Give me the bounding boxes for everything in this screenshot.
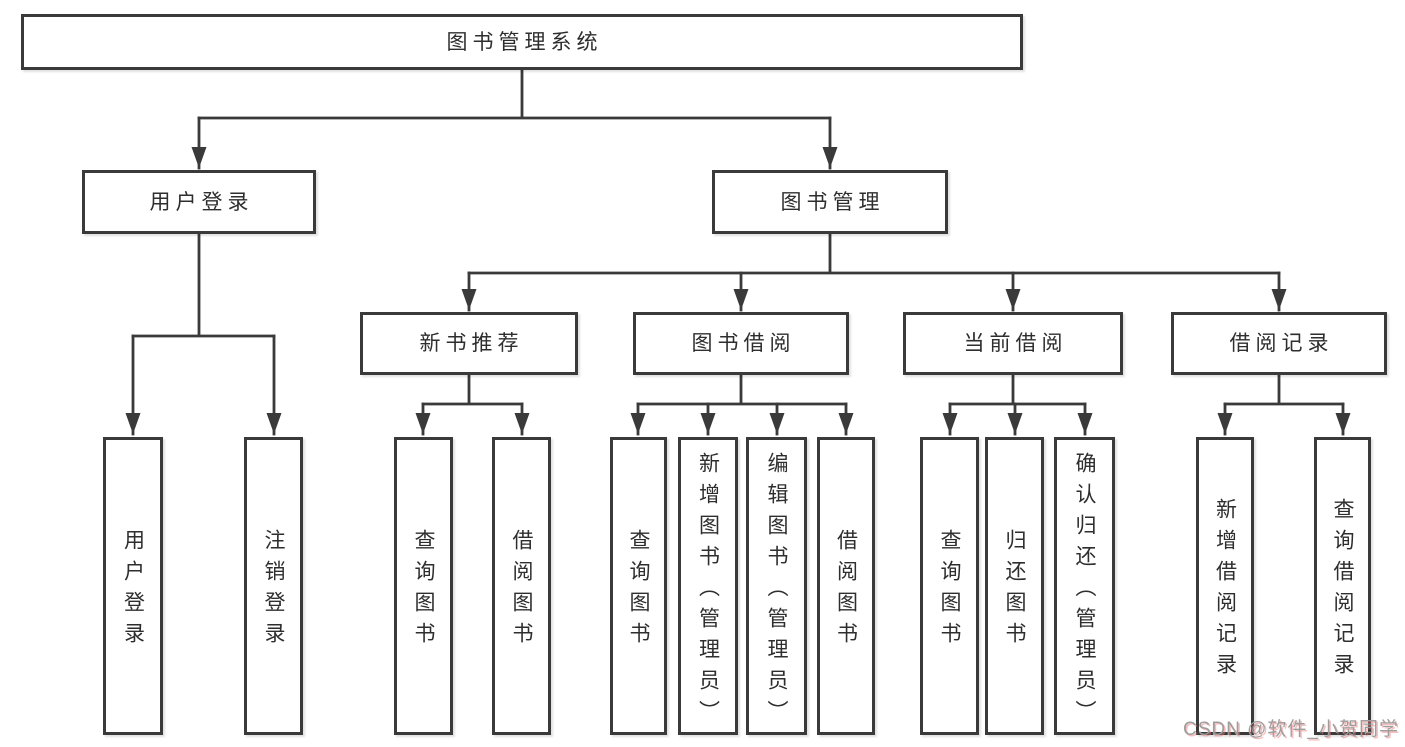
node-label: 新增图书（管理员）: [696, 451, 720, 731]
node-user-login: 用户登录: [82, 170, 316, 234]
node-label: 借阅记录: [1229, 332, 1334, 355]
node-label: 图书管理: [780, 190, 885, 214]
leaf-borrow-books-borrowing: 借阅图书: [817, 437, 875, 735]
node-book-management: 图书管理: [712, 170, 948, 234]
node-label: 当前借阅: [963, 332, 1068, 355]
leaf-add-borrow-record: 新增借阅记录: [1196, 437, 1254, 735]
connector-current-borrowing-stem: [948, 373, 1087, 406]
node-new-book-recommend: 新书推荐: [360, 312, 578, 375]
node-label: 编辑图书（管理员）: [765, 451, 788, 731]
node-label: 查询图书: [412, 529, 435, 653]
connector-user-login-stem: [131, 232, 276, 338]
node-label: 新增借阅记录: [1213, 498, 1237, 684]
node-label: 借阅图书: [510, 529, 533, 653]
node-label: 用户登录: [121, 529, 145, 653]
connector-book-borrowing-stem: [636, 373, 848, 406]
node-label: 查询图书: [627, 529, 650, 653]
leaf-query-books-borrowing: 查询图书: [610, 437, 667, 735]
leaf-confirm-return-admin: 确认归还（管理员）: [1054, 437, 1115, 735]
connector-new-book-recommend-stem: [421, 373, 524, 406]
csdn-watermark: CSDN @软件_小贺同学: [1183, 719, 1399, 740]
leaf-edit-books-admin: 编辑图书（管理员）: [746, 437, 807, 735]
leaf-query-borrow-record: 查询借阅记录: [1314, 437, 1371, 735]
leaf-add-books-admin: 新增图书（管理员）: [678, 437, 738, 735]
node-label: 新书推荐: [419, 332, 524, 355]
node-label: 用户登录: [149, 190, 254, 214]
leaf-logout-login: 注销登录: [244, 437, 303, 735]
leaf-query-books-current: 查询图书: [920, 437, 979, 735]
node-label: 查询图书: [938, 529, 961, 653]
leaf-return-books: 归还图书: [985, 437, 1044, 735]
leaf-query-books-recommend: 查询图书: [394, 437, 453, 735]
node-book-borrowing: 图书借阅: [633, 312, 849, 375]
node-label: 图书借阅: [691, 332, 796, 355]
node-current-borrowing: 当前借阅: [903, 312, 1123, 375]
node-label: 图书管理系统: [446, 30, 603, 54]
connector-borrow-records-stem: [1223, 373, 1345, 406]
leaf-user-login: 用户登录: [103, 437, 163, 735]
node-borrow-records: 借阅记录: [1171, 312, 1387, 375]
node-label: 确认归还（管理员）: [1073, 451, 1096, 731]
connector-book-management-stem: [467, 232, 1281, 275]
node-label: 归还图书: [1003, 529, 1026, 653]
connector-root-stem: [197, 68, 832, 120]
node-label: 注销登录: [262, 529, 285, 653]
node-label: 借阅图书: [834, 529, 858, 653]
leaf-borrow-books-recommend: 借阅图书: [492, 437, 551, 735]
node-root-system: 图书管理系统: [21, 14, 1023, 70]
node-label: 查询借阅记录: [1331, 498, 1354, 684]
